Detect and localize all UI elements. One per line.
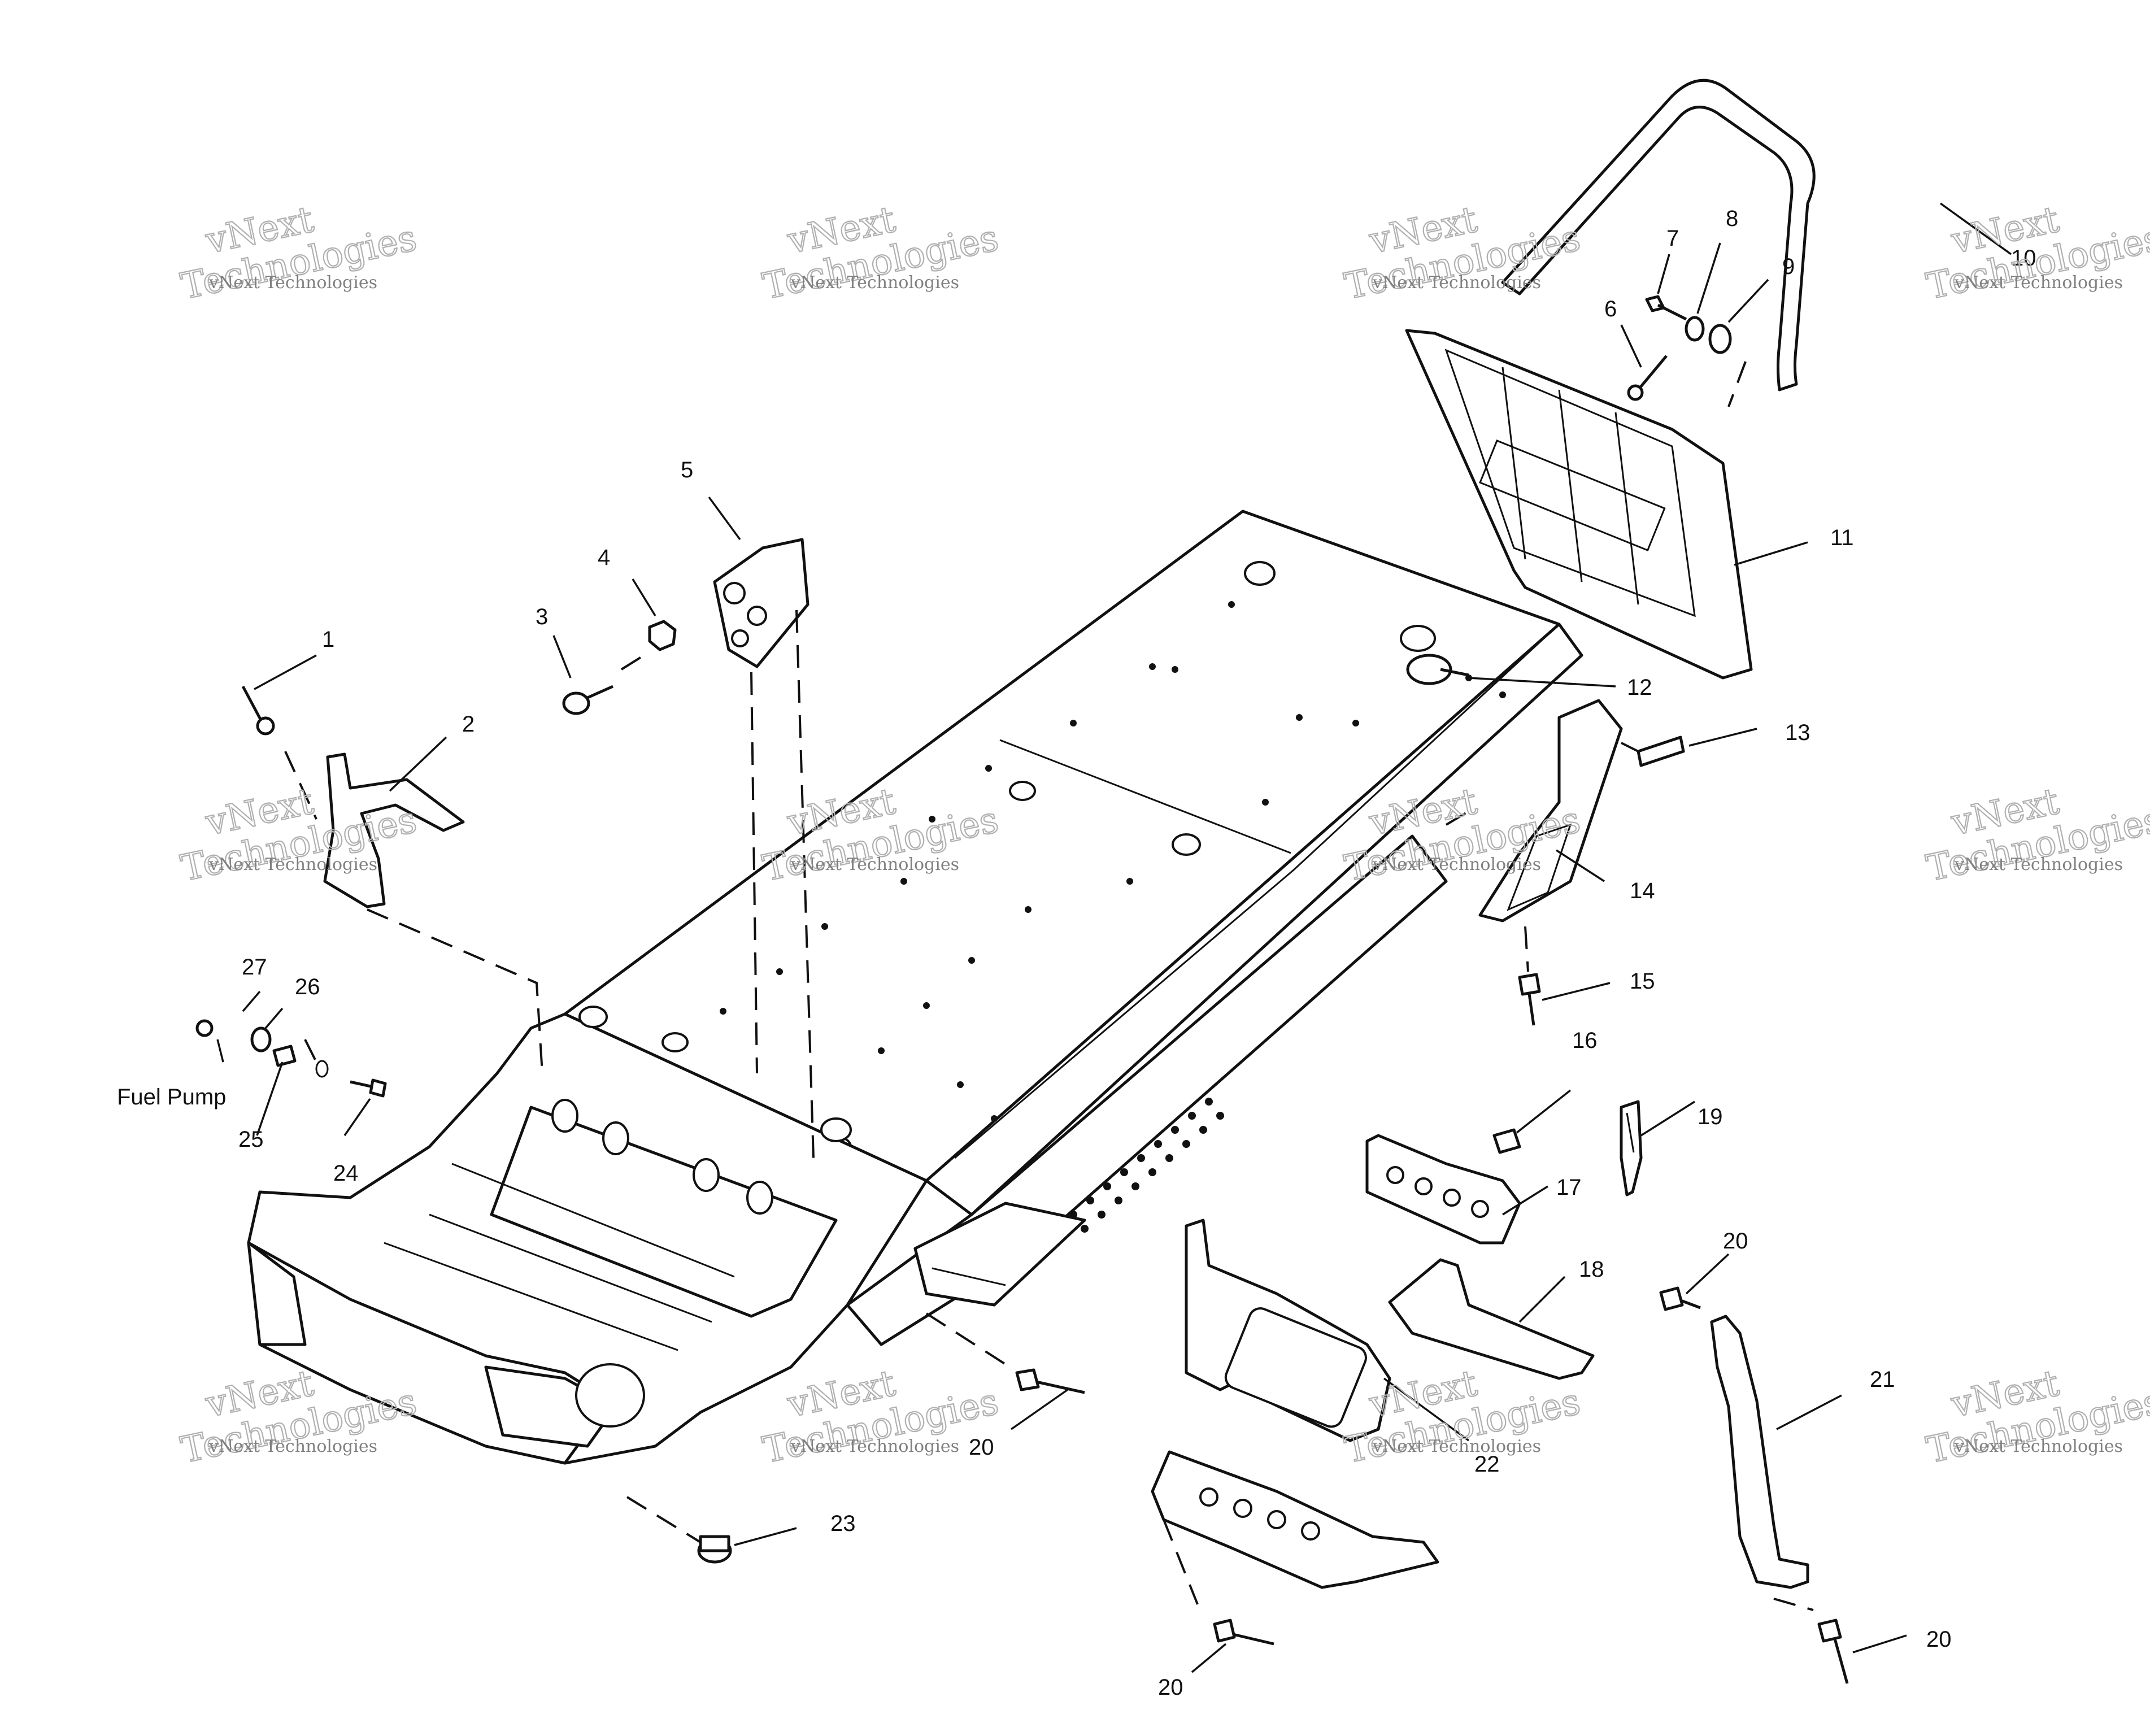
part-12-bumper-mount (1406, 654, 1469, 685)
callout-20d: 20 (1926, 1627, 1952, 1652)
part-15-rivet (1518, 973, 1541, 1026)
part-24-bolt (350, 1078, 387, 1098)
watermark-small: vNext Technologies (1954, 1437, 2123, 1456)
callout-27: 27 (242, 955, 267, 980)
watermark-small: vNext Technologies (1954, 273, 2123, 293)
part-26-washer (250, 1026, 272, 1052)
callout-9: 9 (1782, 254, 1795, 279)
part-13-pad (1637, 736, 1685, 767)
callout-numbers: 1 2 3 4 5 6 7 8 9 10 11 12 13 14 15 16 1… (117, 206, 2036, 1700)
part-14-footrest (1478, 699, 1623, 923)
watermark-small: vNext Technologies (1372, 855, 1541, 874)
callout-4: 4 (598, 545, 610, 570)
watermark-small: vNext Technologies (1372, 273, 1541, 293)
part-17-bracket (1365, 1134, 1521, 1245)
callout-13: 13 (1785, 720, 1810, 745)
callout-7: 7 (1666, 226, 1679, 251)
part-1-rivet (241, 685, 275, 736)
part-7-bolt (1645, 295, 1687, 321)
callout-14: 14 (1630, 878, 1655, 903)
watermark-small: vNext Technologies (1954, 855, 2123, 874)
tunnel-rivets (720, 601, 1506, 1122)
watermark-small: vNext Technologies (208, 855, 377, 874)
fuel-pump-hardware (195, 1019, 387, 1098)
callout-22: 22 (1474, 1452, 1500, 1477)
callout-16: 16 (1572, 1028, 1598, 1053)
part-11-snowflap (1405, 329, 1753, 680)
part-9-washer (1708, 324, 1732, 354)
callout-18: 18 (1579, 1257, 1604, 1282)
callout-2: 2 (462, 712, 475, 737)
part-25-clip (272, 1045, 297, 1067)
part-10-rear-bumper (1501, 79, 1816, 391)
part-22-bulkhead-plate (1151, 1219, 1439, 1589)
callout-25: 25 (238, 1127, 264, 1152)
fuel-pump-label: Fuel Pump (117, 1085, 226, 1110)
part-6-rivet (1627, 355, 1668, 401)
part-2-bracket (323, 752, 465, 908)
snowflap-hardware (1627, 295, 1732, 401)
callout-20c: 20 (1158, 1675, 1183, 1700)
callout-3: 3 (536, 604, 548, 629)
part-3-bolt (562, 685, 614, 715)
watermark-small: vNext Technologies (790, 1437, 959, 1456)
part-19-strap (1620, 1100, 1643, 1197)
callout-23: 23 (830, 1511, 856, 1536)
part-8-washer (1685, 316, 1705, 342)
leader-lines (216, 202, 2012, 1673)
part-16-clip (1492, 1128, 1521, 1154)
callout-1: 1 (322, 627, 334, 652)
callout-10: 10 (2011, 246, 2036, 271)
watermark-small: vNext Technologies (208, 273, 377, 293)
callout-20a: 20 (1723, 1229, 1748, 1254)
part-18-bracket (1388, 1258, 1595, 1380)
running-board-vents (1069, 1098, 1224, 1233)
callout-24: 24 (333, 1161, 359, 1186)
callout-21: 21 (1870, 1367, 1895, 1392)
watermark-small: vNext Technologies (790, 273, 959, 293)
callout-19: 19 (1698, 1104, 1723, 1129)
callout-8: 8 (1726, 206, 1738, 231)
bulkhead-front-frame (247, 1006, 928, 1465)
part-27-nut (195, 1019, 214, 1037)
callout-17: 17 (1556, 1175, 1582, 1200)
callout-15: 15 (1630, 969, 1655, 994)
part-23-plug (697, 1535, 732, 1564)
part-4-nut (648, 620, 677, 651)
assembly-lines (284, 361, 1814, 1611)
part-5-bracket (713, 538, 809, 668)
watermark-small: vNext Technologies (1372, 1437, 1541, 1456)
callout-20b: 20 (969, 1435, 994, 1460)
callout-5: 5 (681, 458, 693, 482)
callout-12: 12 (1627, 675, 1652, 700)
watermark-small: vNext Technologies (790, 855, 959, 874)
watermark-small: vNext Technologies (208, 1437, 377, 1456)
tunnel-bracket (913, 1202, 1086, 1307)
part-20-rivets (1015, 1286, 1849, 1684)
callout-26: 26 (295, 974, 320, 999)
callout-11: 11 (1830, 525, 1854, 550)
callout-6: 6 (1604, 297, 1617, 321)
part-21-plate (1710, 1315, 1809, 1589)
